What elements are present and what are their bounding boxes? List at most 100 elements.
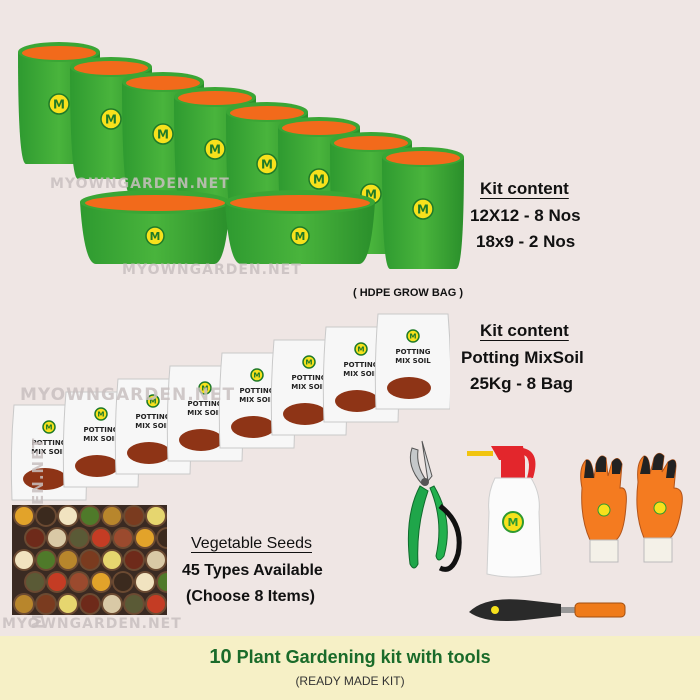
- grow-bag-caption: ( HDPE GROW BAG ): [353, 287, 463, 299]
- seed-bowl: [156, 571, 167, 593]
- svg-text:POTTING: POTTING: [396, 348, 431, 356]
- soil-kit-title: Kit content: [480, 321, 569, 340]
- gloves: [572, 448, 692, 566]
- svg-text:MIX SOIL: MIX SOIL: [239, 396, 275, 404]
- seed-bowl: [112, 527, 134, 549]
- seed-bowl: [101, 593, 123, 615]
- svg-text:MIX SOIL: MIX SOIL: [83, 435, 119, 443]
- seed-bowl: [145, 593, 167, 615]
- seed-bowl: [24, 527, 46, 549]
- grow-bag-12x12: M M M M M M M M: [18, 42, 464, 269]
- svg-text:POTTING: POTTING: [84, 426, 119, 434]
- svg-text:POTTING: POTTING: [292, 374, 327, 382]
- svg-text:MIX SOIL: MIX SOIL: [135, 422, 171, 430]
- seeds-line-2: 45 Types Available: [182, 562, 323, 579]
- svg-text:M: M: [45, 423, 52, 432]
- footer-title: 10 Plant Gardening kit with tools: [0, 646, 700, 669]
- footer-title-number: 10: [209, 646, 232, 668]
- svg-text:M: M: [149, 397, 156, 406]
- svg-text:MIX SOIL: MIX SOIL: [343, 370, 379, 378]
- seed-bowl: [79, 593, 101, 615]
- grow-bag-12x12: M: [382, 147, 464, 269]
- footer-subtitle: (READY MADE KIT): [295, 674, 405, 688]
- seed-bowl: [13, 593, 35, 615]
- svg-text:POTTING: POTTING: [32, 439, 67, 447]
- svg-text:MIX SOIL: MIX SOIL: [31, 448, 67, 456]
- seed-bowl: [35, 505, 57, 527]
- seeds-line-3: (Choose 8 Items): [186, 588, 315, 605]
- svg-text:M: M: [357, 345, 364, 354]
- grow-bag-18x9: M: [80, 190, 230, 264]
- watermark: MYOWNGARDEN.NET: [122, 262, 302, 278]
- svg-text:MIX SOIL: MIX SOIL: [291, 383, 327, 391]
- grow-bags-illustration: M M M M M M M M M M: [18, 42, 464, 269]
- seed-bowl: [90, 527, 112, 549]
- seed-bowl: [68, 527, 90, 549]
- seed-bowl: [57, 505, 79, 527]
- grow-bag-kit-title: Kit content: [480, 179, 569, 198]
- grow-bag-18x9: M: [225, 190, 375, 264]
- grow-bag-kit-line-2: 18x9 - 2 Nos: [476, 232, 576, 251]
- seed-bowl: [101, 505, 123, 527]
- seed-bowl: [35, 593, 57, 615]
- seeds-image: [12, 505, 167, 615]
- seed-bowl: [134, 527, 156, 549]
- seed-bowl: [57, 549, 79, 571]
- seed-bowl: [90, 571, 112, 593]
- footer-title-text: Plant Gardening kit with tools: [236, 647, 491, 667]
- seed-bowl: [123, 549, 145, 571]
- seed-bowl: [68, 571, 90, 593]
- seed-bowl: [13, 549, 35, 571]
- seed-bowl: [123, 593, 145, 615]
- svg-text:M: M: [417, 203, 429, 217]
- svg-text:M: M: [295, 230, 306, 243]
- seed-bowl: [57, 593, 79, 615]
- sprayer-tool: M: [463, 434, 558, 584]
- svg-text:M: M: [313, 173, 325, 187]
- svg-text:M: M: [201, 384, 208, 393]
- soil-kit-line-1: Potting MixSoil: [461, 348, 584, 367]
- svg-text:M: M: [105, 113, 117, 127]
- seed-bowl: [79, 505, 101, 527]
- seed-bowl: [46, 527, 68, 549]
- seed-bowl: [145, 549, 167, 571]
- watermark: MYOWNGARDEN.NET: [20, 385, 236, 405]
- svg-text:M: M: [53, 98, 65, 112]
- svg-text:M: M: [97, 410, 104, 419]
- seed-bowl: [156, 527, 167, 549]
- seed-bowl: [24, 571, 46, 593]
- pruner-tool: [392, 436, 472, 581]
- soil-kit-line-2: 25Kg - 8 Bag: [470, 374, 573, 393]
- svg-text:M: M: [305, 358, 312, 367]
- seed-bowl: [79, 549, 101, 571]
- svg-text:M: M: [261, 158, 273, 172]
- watermark: MYOWNGARDEN.NET: [2, 616, 182, 632]
- seed-bowl: [134, 571, 156, 593]
- seed-bowl: [112, 571, 134, 593]
- seed-bowl: [123, 505, 145, 527]
- footer-banner: 10 Plant Gardening kit with tools (READY…: [0, 636, 700, 700]
- svg-text:MIX SOIL: MIX SOIL: [187, 409, 223, 417]
- seed-bowl: [13, 505, 35, 527]
- hand-trowel-tool: [465, 590, 630, 630]
- svg-text:POTTING: POTTING: [240, 387, 275, 395]
- seed-bowl: [35, 549, 57, 571]
- seed-bowl: [101, 549, 123, 571]
- svg-text:M: M: [209, 143, 221, 157]
- grow-bags-group: M M M M M M M M M M: [0, 0, 470, 275]
- sprayer-logo: M: [508, 516, 519, 529]
- grow-bag-kit-line-1: 12X12 - 8 Nos: [470, 206, 581, 225]
- seed-bowl: [145, 505, 167, 527]
- seed-bowl: [46, 571, 68, 593]
- svg-text:M: M: [365, 188, 377, 202]
- seeds-line-1: Vegetable Seeds: [191, 535, 312, 552]
- svg-text:M: M: [157, 128, 169, 142]
- svg-text:M: M: [253, 371, 260, 380]
- svg-text:MIX SOIL: MIX SOIL: [395, 357, 431, 365]
- svg-text:M: M: [150, 230, 161, 243]
- svg-text:POTTING: POTTING: [188, 400, 223, 408]
- svg-text:POTTING: POTTING: [136, 413, 171, 421]
